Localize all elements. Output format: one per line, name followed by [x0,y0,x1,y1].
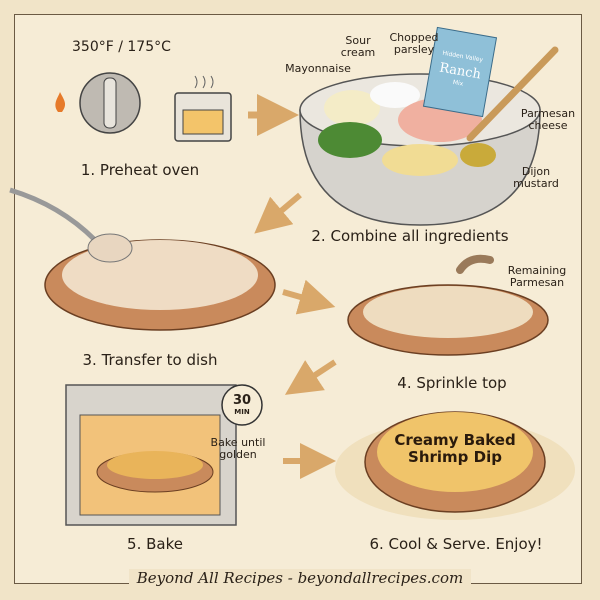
oven-temperature: 350°F / 175°C [72,39,171,55]
oven-knob-icon [79,72,141,134]
label-dijon: Dijon mustard [513,165,559,191]
timer-icon [221,384,263,426]
step-1-label: 1. Preheat oven [80,161,200,179]
step-2-label: 2. Combine all ingredients [311,227,509,245]
dish-name: Creamy Baked Shrimp Dip [394,431,516,467]
mini-oven-icon [174,75,232,142]
timer-value: 30 [232,393,252,408]
dish-sprinkle [347,254,549,356]
label-mayonnaise: Mayonnaise [285,62,351,75]
step-3-label: 3. Transfer to dish [82,351,218,369]
footer-credit: Beyond All Recipes - beyondallrecipes.co… [128,569,472,587]
serving-dish [335,411,575,520]
step-5-label: 5. Bake [127,535,183,553]
label-sour-cream: Sour cream [340,34,376,60]
flame-icon [55,92,66,112]
mixing-bowl [299,46,559,226]
step-6-label: 6. Cool & Serve. Enjoy! [369,535,543,553]
ranch-packet-logo: Hidden Valley Ranch Mix [422,26,498,118]
svg-text:Mix: Mix [452,79,464,88]
label-remaining-parmesan: Remaining Parmesan [507,264,567,290]
oven [65,384,237,526]
arrow-4-5 [284,359,337,395]
footer: Beyond All Recipes - beyondallrecipes.co… [0,568,600,587]
step-4-label: 4. Sprinkle top [397,374,507,392]
arrow-2-3 [254,192,302,234]
dish-transfer [9,187,276,331]
label-parsley: Chopped parsley [389,31,439,57]
bake-note: Bake until golden [210,436,266,462]
timer-unit: MIN [234,408,250,416]
arrow-3-4 [282,279,336,315]
label-parmesan: Parmesan cheese [520,107,576,133]
svg-text:Ranch: Ranch [438,60,482,82]
